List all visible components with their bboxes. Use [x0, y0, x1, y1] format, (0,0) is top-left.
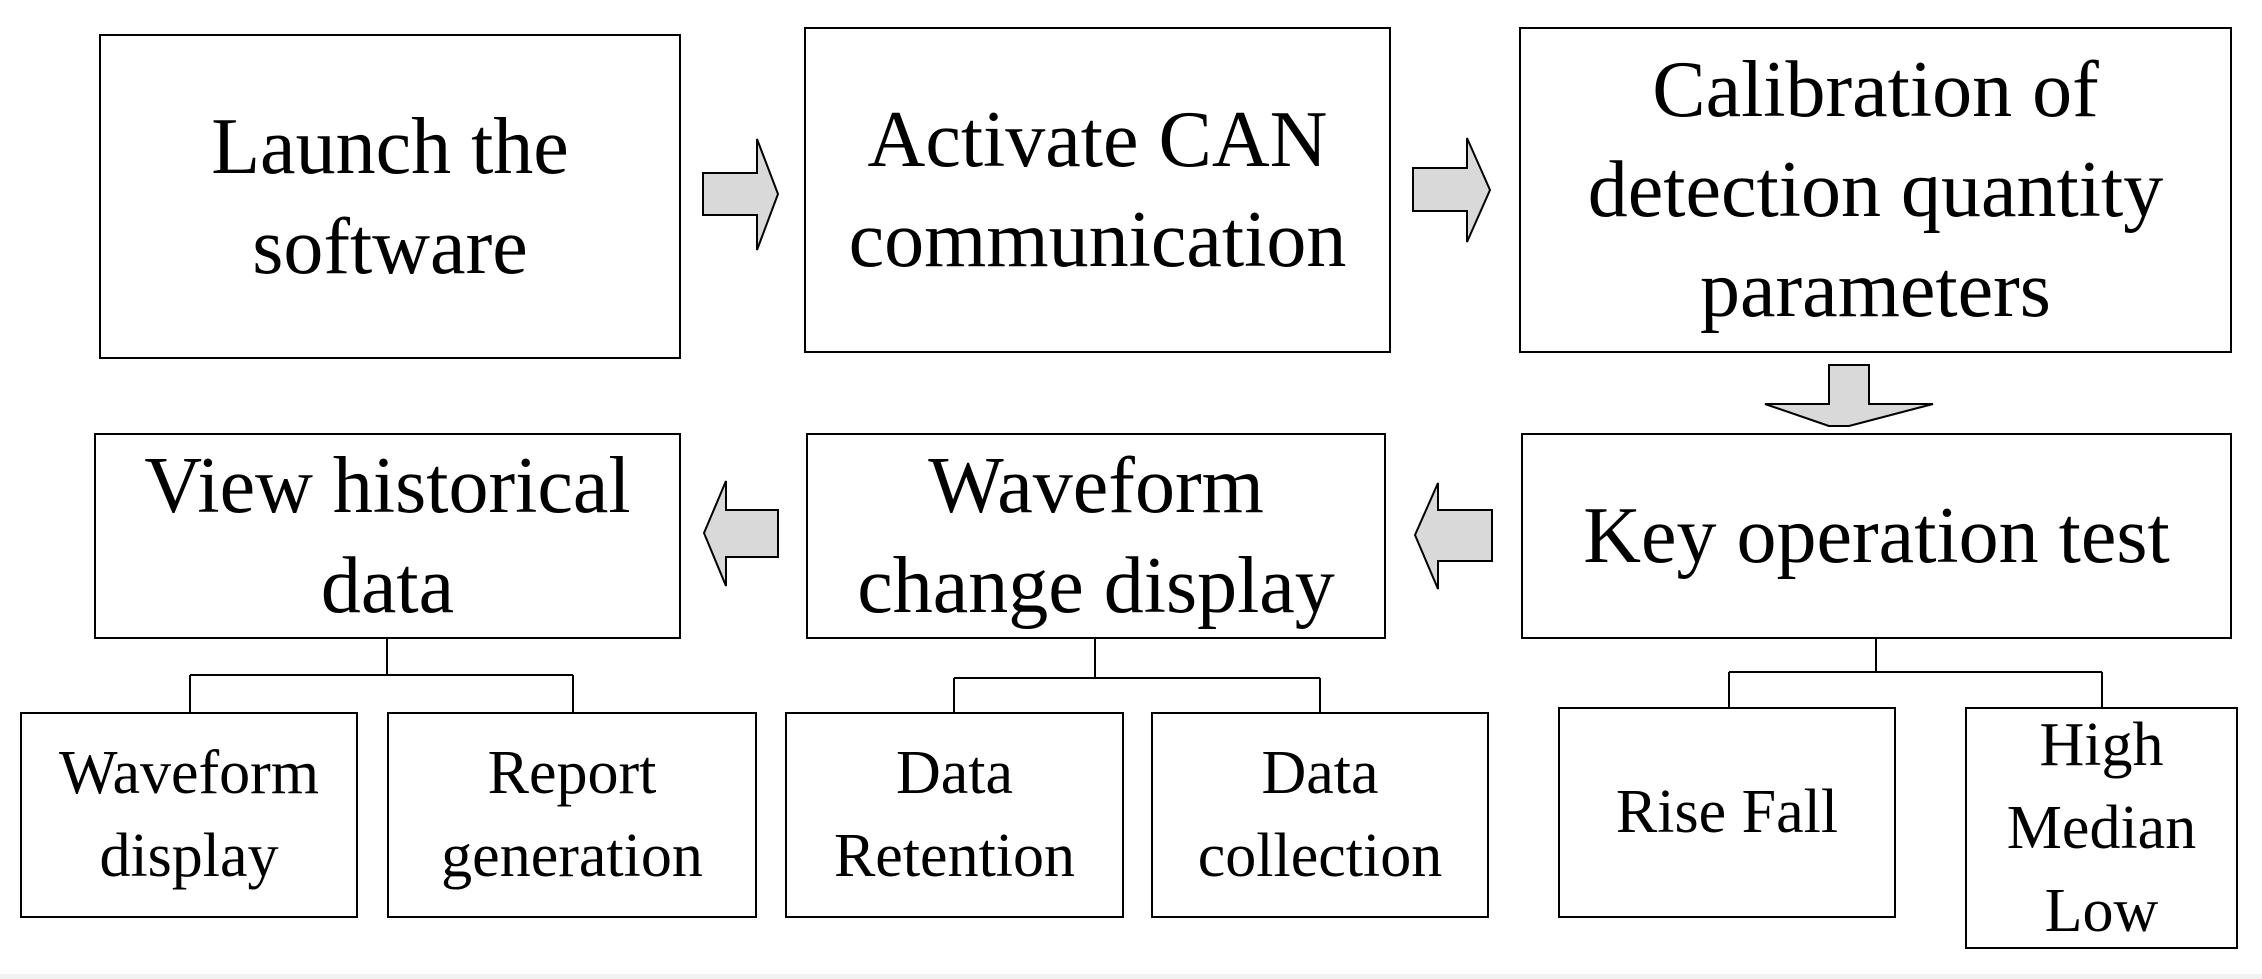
- step-waveform-change-display: Waveform change display: [806, 433, 1386, 639]
- step-activate-can: Activate CAN communication: [804, 27, 1391, 353]
- step-key-operation-test: Key operation test: [1521, 433, 2232, 639]
- substep-report-generation: Report generation: [387, 712, 757, 918]
- branch-connector-history: [189, 639, 574, 712]
- bottom-edge-strip: [0, 974, 2262, 979]
- arrow-down-icon: [1764, 364, 1934, 427]
- arrow-right-icon: [1412, 137, 1492, 243]
- arrow-left-icon: [702, 480, 779, 587]
- step-view-historical-data: View historical data: [94, 433, 681, 639]
- arrow-right-icon: [702, 138, 780, 251]
- substep-data-collection: Data collection: [1151, 712, 1489, 918]
- substep-high-median-low: High Median Low: [1965, 707, 2238, 949]
- branch-connector-waveform: [953, 639, 1321, 712]
- substep-data-retention: Data Retention: [785, 712, 1124, 918]
- step-launch-software: Launch the software: [99, 34, 681, 359]
- substep-rise-fall: Rise Fall: [1558, 707, 1896, 918]
- substep-waveform-display: Waveform display: [20, 712, 358, 918]
- branch-connector-key-test: [1728, 639, 2103, 707]
- step-calibration: Calibration of detection quantity parame…: [1519, 27, 2232, 353]
- arrow-left-icon: [1413, 482, 1493, 590]
